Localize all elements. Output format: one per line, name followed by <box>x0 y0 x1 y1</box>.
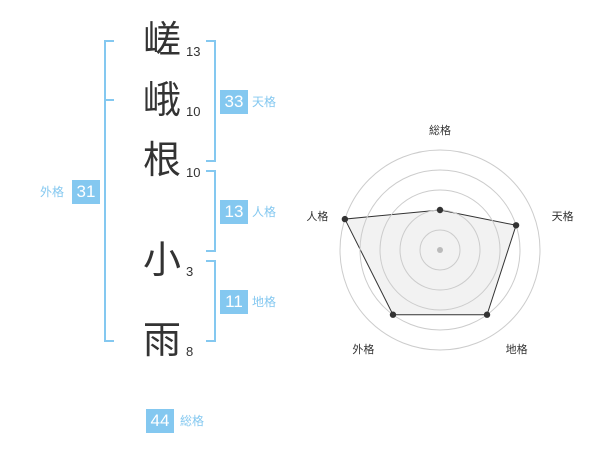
name-char-1: 嵯 <box>142 18 181 62</box>
gaikaku-label: 外格 <box>40 185 65 199</box>
name-char-2: 峨 <box>142 78 181 122</box>
chikaku-label: 地格 <box>252 295 277 309</box>
stroke-count-1: 13 <box>186 44 201 59</box>
name-char-4: 小 <box>142 238 181 282</box>
tenkaku-score: 33 <box>220 90 248 114</box>
stroke-count-3: 10 <box>186 165 201 180</box>
tenkaku-label: 天格 <box>252 95 277 109</box>
gaikaku-bracket <box>104 40 114 342</box>
radar-axis-label-4: 外格 <box>352 342 374 356</box>
jinkaku-score: 13 <box>220 200 248 224</box>
radar-point-1 <box>436 206 444 214</box>
radar-grid-ring <box>359 169 521 331</box>
radar-data-polygon <box>344 209 517 316</box>
chikaku-score: 11 <box>220 290 248 314</box>
radar-grid-ring <box>379 189 501 311</box>
stroke-count-2: 10 <box>186 104 201 119</box>
chikaku-bracket <box>206 260 216 342</box>
radar-point-3 <box>483 311 491 318</box>
tenkaku-bracket <box>206 40 216 162</box>
name-char-5: 雨 <box>142 318 181 362</box>
radar-axis-label-3: 地格 <box>506 342 528 356</box>
jinkaku-bracket <box>206 170 216 252</box>
soukaku-label: 総格 <box>180 414 205 428</box>
radar-point-2 <box>512 222 520 229</box>
soukaku-score: 44 <box>146 409 174 433</box>
gaikaku-bracket-tick <box>104 99 114 101</box>
radar-axis-label-2: 天格 <box>552 209 574 223</box>
name-char-3: 根 <box>142 138 181 182</box>
radar-point-5 <box>341 215 349 223</box>
gaikaku-score: 31 <box>72 180 100 204</box>
stroke-count-4: 3 <box>186 264 194 279</box>
radar-grid-ring <box>419 229 461 271</box>
radar-center-dot <box>437 247 443 253</box>
radar-axis-label-1: 総格 <box>429 123 451 137</box>
jinkaku-label: 人格 <box>252 205 277 219</box>
radar-axis-label-5: 人格 <box>306 209 328 223</box>
radar-point-4 <box>389 311 397 318</box>
stroke-count-5: 8 <box>186 344 194 359</box>
